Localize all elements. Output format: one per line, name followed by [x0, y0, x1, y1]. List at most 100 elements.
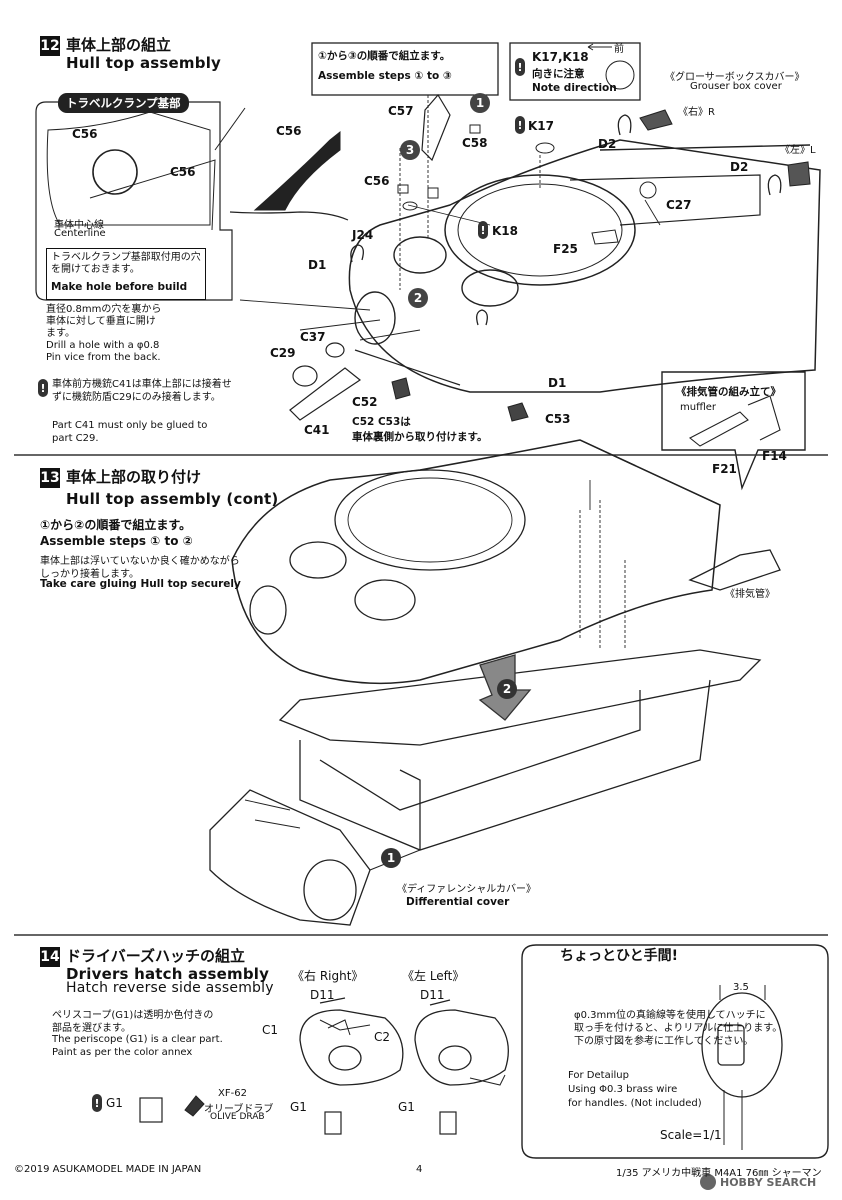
- centerline-en: Centerline: [54, 228, 106, 239]
- periscope-en-1: The periscope (G1) is a clear part.: [52, 1034, 223, 1045]
- detail-jp-2: 取っ手を付けると、よりリアルに仕上ります。: [574, 1023, 783, 1034]
- step-14-title-jp: ドライバーズハッチの組立: [66, 947, 245, 965]
- part-c2: C2: [374, 1030, 391, 1044]
- step13-marker-2: 2: [503, 682, 511, 696]
- c52-note-jp: 車体裏側から取り付けます。: [352, 431, 488, 443]
- periscope-en-2: Paint as per the color annex: [52, 1047, 193, 1058]
- part-c52: C52: [352, 395, 378, 409]
- part-d11-right: D11: [310, 988, 335, 1002]
- muffler-label: muffler: [680, 402, 717, 413]
- part-c27: C27: [666, 198, 692, 212]
- k17-k18-code: K17,K18: [532, 50, 589, 64]
- part-g1-paint: G1: [106, 1096, 123, 1110]
- periscope-jp-1: ペリスコープ(G1)は透明か色付きの: [52, 1010, 214, 1021]
- exhaust-label: 《排気管》: [725, 589, 775, 600]
- step-marker-1: 1: [476, 96, 484, 110]
- warning-icon: [515, 116, 525, 134]
- part-c57: C57: [388, 104, 414, 118]
- detail-jp-3: 下の原寸図を参考に工作してください。: [574, 1036, 754, 1047]
- step-14-subtitle: Hatch reverse side assembly: [66, 980, 274, 996]
- k17-note-jp: 向きに注意: [532, 68, 585, 80]
- svg-text:!: !: [480, 224, 485, 237]
- step-14-number: 14: [40, 947, 60, 967]
- diff-cover-jp: 《ディファレンシャルカバー》: [397, 884, 536, 895]
- diff-cover-en: Differential cover: [406, 896, 510, 908]
- step-13-care-jp-2: しっかり接着します。: [40, 569, 139, 580]
- front-arrow-label: 前: [614, 44, 624, 55]
- warning-icon: [515, 58, 525, 76]
- part-j24: J24: [352, 228, 374, 242]
- step-13-number: 13: [40, 468, 60, 488]
- order-callout-en: Assemble steps ① to ③: [318, 70, 452, 82]
- step-12-title-en: Hull top assembly: [66, 54, 222, 72]
- c52-note-code: C52 C53は: [352, 416, 411, 428]
- step-marker-2: 2: [414, 291, 422, 305]
- part-c1: C1: [262, 1023, 279, 1037]
- c41-note-jp: 車体前方機銃C41は車体上部には接着せずに機銃防盾C29にのみ接着します。: [52, 379, 232, 403]
- detail-en-1: For Detailup: [568, 1070, 629, 1081]
- part-c37: C37: [300, 330, 326, 344]
- detail-scale: Scale=1/1: [660, 1128, 722, 1142]
- warning-icon: [92, 1094, 102, 1112]
- part-c41: C41: [304, 423, 330, 437]
- part-d2-b: D2: [730, 160, 749, 174]
- watermark-text: HOBBY SEARCH: [720, 1176, 817, 1189]
- step-13-title-en: Hull top assembly (cont): [66, 490, 279, 508]
- part-k17: K17: [528, 119, 554, 133]
- detail-en-3: for handles. (Not included): [568, 1098, 702, 1109]
- step-12-title-jp: 車体上部の組立: [66, 36, 172, 54]
- step-13-care-en: Take care gluing Hull top securely: [40, 578, 241, 590]
- grouser-right: 《右》R: [678, 107, 715, 118]
- part-g1-right: G1: [290, 1100, 307, 1114]
- travel-clamp-box: [35, 101, 233, 301]
- part-f21: F21: [712, 462, 737, 476]
- drill-note-en-2: Pin vice from the back.: [46, 352, 161, 363]
- step-marker-3: 3: [406, 143, 414, 157]
- step-13-order-en: Assemble steps ① to ②: [40, 534, 193, 548]
- drill-note-jp: 直径0.8mmの穴を裏から車体に対して垂直に開けます。: [46, 304, 162, 339]
- part-k18: K18: [492, 224, 518, 238]
- svg-text:!: !: [517, 119, 522, 132]
- c41-note-en-1: Part C41 must only be glued to: [52, 420, 208, 431]
- c41-note-en-2: part C29.: [52, 433, 99, 444]
- warning-icon: [478, 221, 488, 239]
- grouser-jp: 《グローサーボックスカバー》: [665, 72, 805, 83]
- exhaust-title: 《排気管の組み立て》: [676, 386, 781, 398]
- paint-jp: オリーブドラブ: [204, 1104, 274, 1115]
- grouser-en: Grouser box cover: [690, 81, 782, 92]
- step-12-number: 12: [40, 36, 60, 56]
- part-d11-left: D11: [420, 988, 445, 1002]
- step13-marker-1: 1: [387, 851, 395, 865]
- footer-copyright: ©2019 ASUKAMODEL MADE IN JAPAN: [14, 1164, 202, 1175]
- footer-page-number: 4: [416, 1164, 423, 1175]
- step-13-care-jp-1: 車体上部は浮いていないか良く確かめながら: [40, 556, 240, 567]
- part-c58: C58: [462, 136, 488, 150]
- step-13-order-jp: ①から②の順番で組立ます。: [40, 518, 192, 532]
- part-d1-a: D1: [308, 258, 327, 272]
- hatch-right-label: 《右 Right》: [292, 969, 364, 983]
- paint-en: OLIVE DRAB: [210, 1112, 265, 1122]
- order-callout-jp: ①から③の順番で組立ます。: [318, 50, 451, 62]
- part-c53: C53: [545, 412, 571, 426]
- grouser-left: 《左》L: [780, 145, 816, 156]
- drill-note-en-1: Drill a hole with a φ0.8: [46, 340, 160, 351]
- part-d1-b: D1: [548, 376, 567, 390]
- centerline-jp: 車体中心線: [54, 220, 104, 231]
- hatch-left-label: 《左 Left》: [402, 969, 465, 983]
- warning-icon: [38, 379, 48, 397]
- part-g1-left: G1: [398, 1100, 415, 1114]
- part-c56-c: C56: [276, 124, 302, 138]
- svg-text:!: !: [40, 382, 45, 395]
- detail-jp-1: φ0.3mm位の真鍮線等を使用してハッチに: [574, 1010, 766, 1021]
- detail-en-2: Using Φ0.3 brass wire: [568, 1084, 678, 1095]
- detail-title: ちょっとひと手間!: [560, 948, 678, 964]
- svg-text:!: !: [517, 61, 522, 74]
- part-c29: C29: [270, 346, 296, 360]
- part-c56-d: C56: [364, 174, 390, 188]
- part-f25: F25: [553, 242, 578, 256]
- step-13-title-jp: 車体上部の取り付け: [66, 468, 202, 486]
- k17-note-en: Note direction: [532, 82, 617, 94]
- periscope-jp-2: 部品を選びます。: [52, 1023, 131, 1034]
